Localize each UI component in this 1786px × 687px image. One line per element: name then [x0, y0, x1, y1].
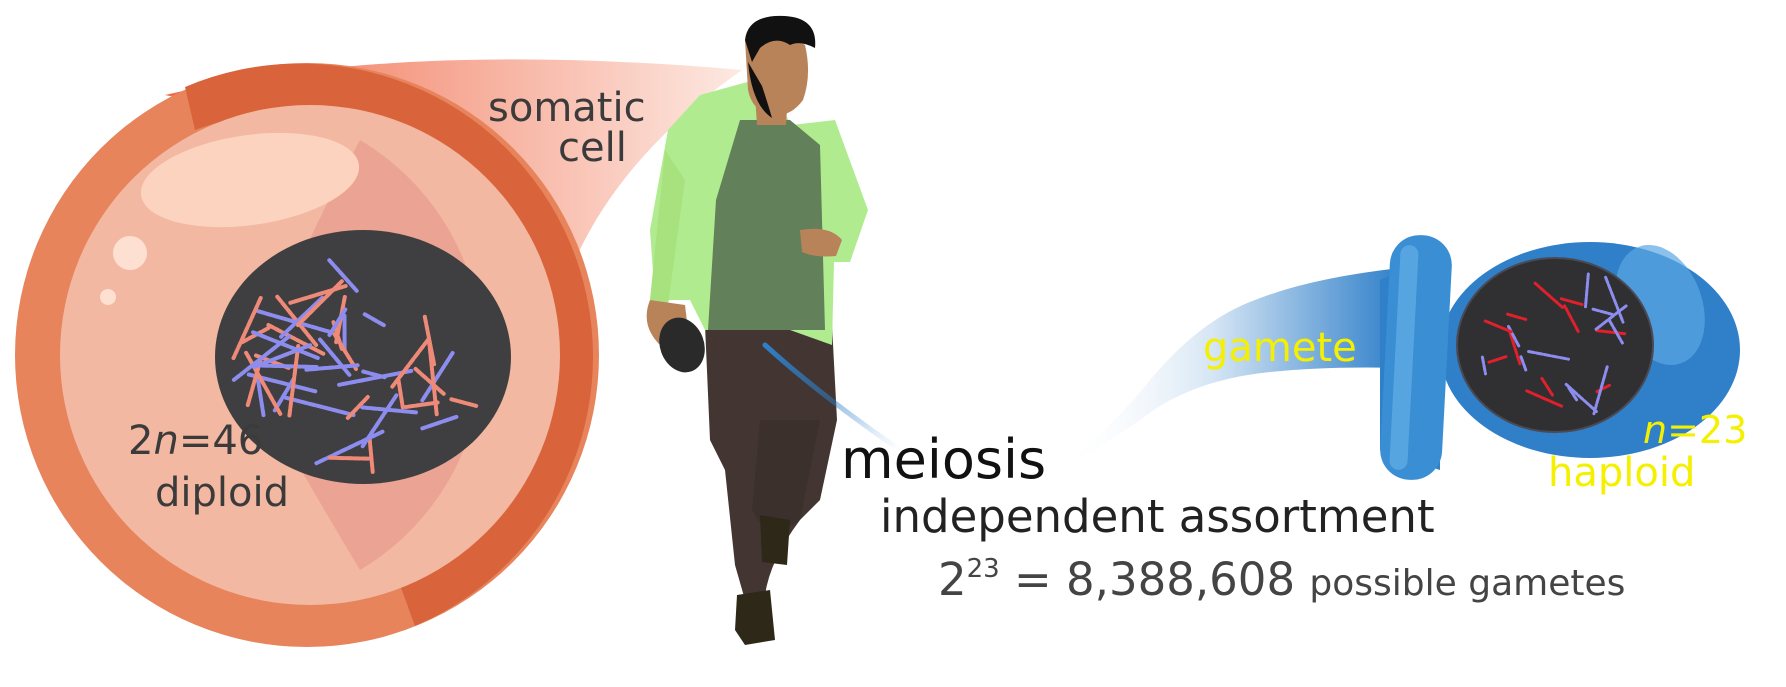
chromosome — [251, 330, 320, 360]
haploid-number-suffix: =23 — [1667, 408, 1748, 452]
formula-exponent: 23 — [966, 554, 1000, 584]
chromosome — [1525, 389, 1565, 409]
chromosome — [1567, 386, 1579, 402]
chromosome — [318, 337, 353, 379]
chromosome — [294, 279, 344, 329]
diploid-label: diploid — [155, 470, 289, 516]
chromosome — [231, 296, 263, 361]
chromosome — [287, 344, 301, 418]
chromosome — [1540, 376, 1554, 397]
diploid-number-prefix: 2 — [128, 418, 154, 464]
chromosome — [1506, 312, 1528, 321]
chromosome — [327, 258, 359, 293]
chromosome — [360, 405, 418, 415]
chromosome — [1563, 304, 1580, 333]
chromosome — [337, 368, 414, 387]
chromosome — [367, 435, 375, 474]
person-figure — [646, 15, 868, 645]
chromosome — [1591, 307, 1614, 316]
chromosome — [1480, 355, 1487, 376]
chromosome — [1487, 355, 1508, 364]
chromosome — [403, 400, 440, 409]
chromosome — [266, 323, 327, 357]
somatic-label-line2: cell — [558, 125, 627, 171]
chromosome — [413, 366, 446, 396]
chromosome — [252, 363, 319, 369]
chromosome — [420, 414, 459, 431]
chromosome — [345, 395, 370, 420]
gamete-chromosomes — [1480, 272, 1628, 416]
chromosome — [245, 358, 263, 408]
gamete-count-formula: 223 = 8,388,608 possible gametes — [938, 556, 1625, 602]
chromosome — [252, 343, 313, 369]
somatic-chromosomes — [231, 258, 479, 474]
haploid-number: n=23 — [1643, 411, 1747, 449]
chromosome — [1533, 281, 1564, 309]
chromosome — [1559, 297, 1584, 307]
chromosome — [272, 376, 296, 413]
somatic-cell — [15, 63, 599, 647]
chromosome — [256, 309, 332, 334]
chromosome — [304, 363, 360, 372]
chromosome — [1592, 365, 1609, 416]
chromosome — [1564, 382, 1598, 413]
meiosis-halo — [855, 380, 1095, 500]
diploid-number-n: n — [153, 418, 179, 464]
haploid-label: haploid — [1548, 450, 1696, 496]
gamete-nucleus — [1456, 257, 1654, 433]
chromosome — [327, 307, 348, 338]
chromosome — [314, 429, 385, 466]
chromosome — [390, 337, 430, 389]
chromosome — [1593, 304, 1628, 332]
gamete-label: gamete — [1203, 325, 1357, 371]
chromosome — [1607, 318, 1624, 345]
chromosome — [328, 455, 374, 461]
chromosome — [362, 312, 386, 328]
meiosis-label: meiosis — [841, 428, 1047, 491]
chromosome — [396, 378, 405, 410]
chromosome — [449, 397, 479, 408]
chromosome — [360, 393, 399, 449]
gamete-cell — [1380, 235, 1740, 480]
chromosome — [1508, 331, 1522, 366]
chromosome — [1595, 329, 1627, 336]
independent-assortment-label: independent assortment — [880, 490, 1435, 543]
chromosome — [283, 395, 357, 418]
chromosome — [231, 334, 291, 383]
chromosome — [279, 295, 325, 339]
formula-base: 2 — [938, 553, 967, 606]
chromosome — [1527, 350, 1570, 361]
chromosome — [254, 368, 266, 418]
haploid-number-n: n — [1643, 408, 1668, 452]
formula-tail: possible gametes — [1309, 563, 1626, 604]
chromosome — [361, 369, 388, 380]
somatic-nucleus — [215, 230, 511, 484]
chromosome — [1594, 383, 1611, 394]
chromosome — [1519, 355, 1528, 373]
chromosome — [420, 351, 455, 403]
chromosome — [1604, 275, 1625, 324]
diploid-number: 2n=46 — [128, 421, 263, 461]
gamete-path — [1060, 268, 1400, 472]
formula-value: = 8,388,608 — [999, 553, 1310, 606]
chromosome — [1483, 319, 1513, 334]
chromosome — [427, 338, 439, 417]
chromosome — [1584, 272, 1590, 309]
somatic-label-line1: somatic — [488, 85, 646, 131]
diploid-number-suffix: =46 — [178, 418, 264, 464]
